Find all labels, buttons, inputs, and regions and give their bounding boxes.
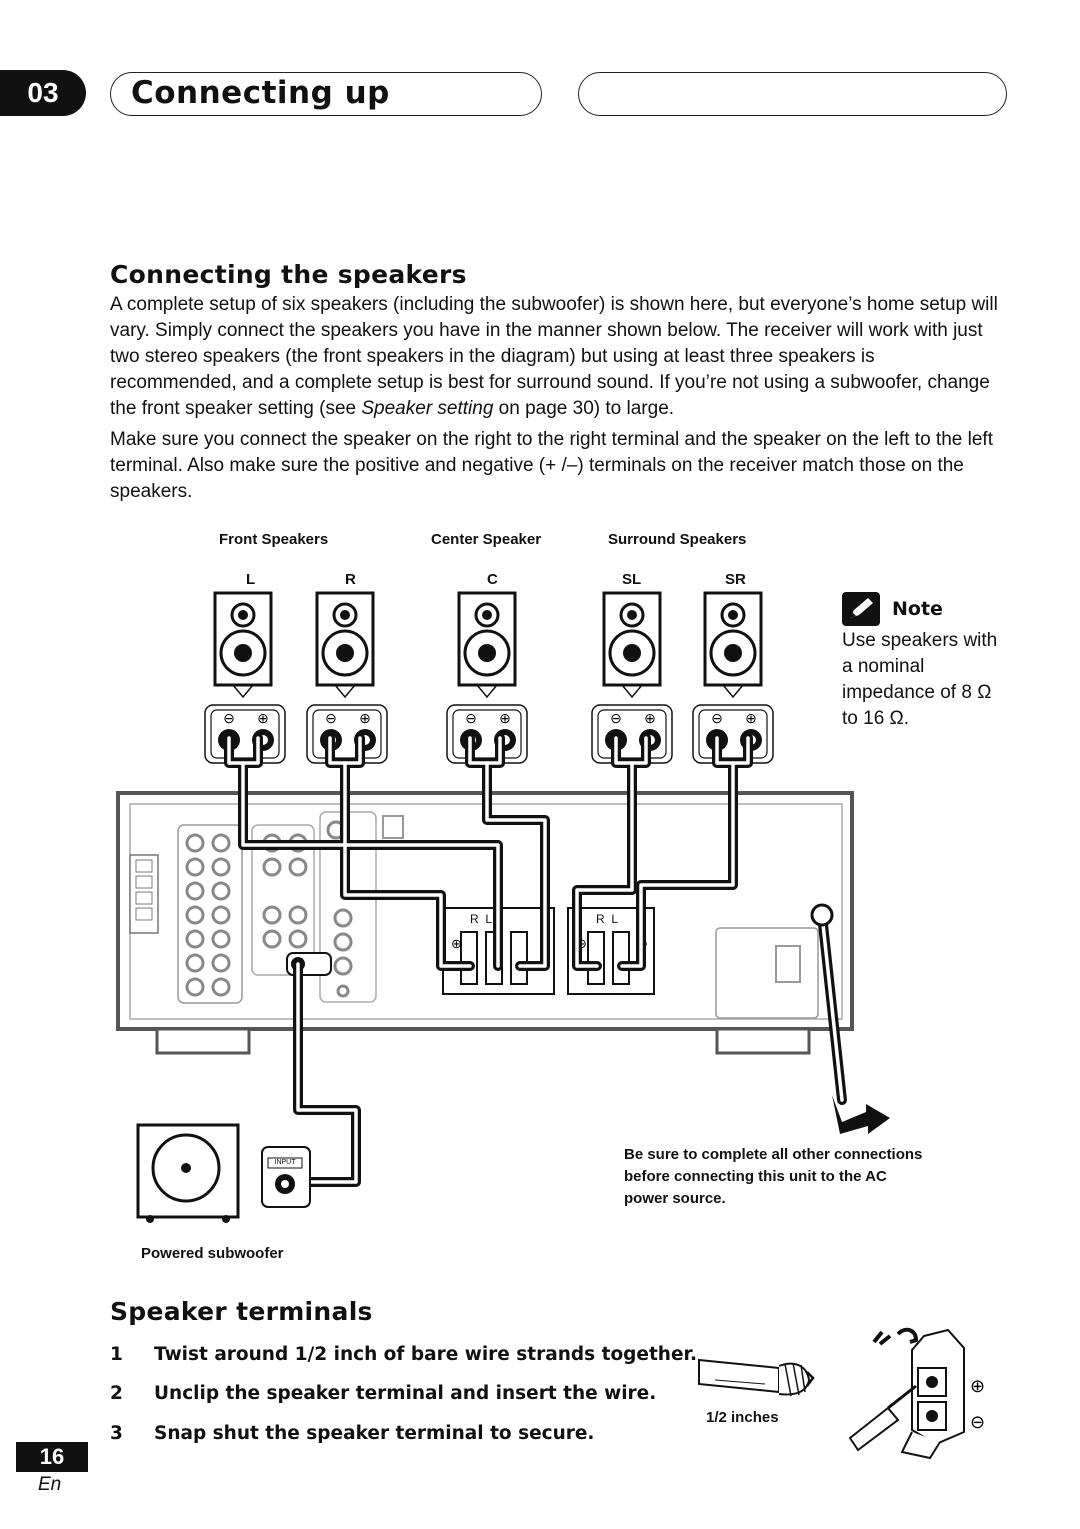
powered-subwoofer-label: Powered subwoofer	[141, 1245, 284, 1262]
front-terminal-rl-label: R L	[470, 912, 493, 926]
center-speaker-label: Center Speaker	[431, 531, 542, 548]
page-number: 16	[16, 1442, 88, 1472]
note-text: Use speakers with a nominal impedance of…	[842, 630, 998, 729]
chapter-title-pill: Connecting up	[110, 72, 542, 116]
speaker-center-icon	[446, 591, 528, 764]
powered-subwoofer-icon	[136, 1123, 311, 1223]
channel-c-label: C	[487, 571, 498, 588]
surround-terminal-rl-label: R L	[596, 912, 619, 926]
note-title: Note	[892, 598, 943, 620]
speaker-surround-left-icon	[591, 591, 673, 764]
note-pencil-icon	[842, 592, 880, 626]
chapter-number-tab: 03	[0, 70, 86, 116]
channel-sr-label: SR	[725, 571, 746, 588]
speaker-front-right-icon	[306, 591, 388, 764]
svg-text:⊖: ⊖	[970, 1412, 985, 1432]
twisted-wire-icon	[698, 1358, 815, 1397]
intro-paragraph: A complete setup of six speakers (includ…	[110, 292, 1000, 422]
speaker-setting-reference: Speaker setting	[361, 398, 494, 419]
channel-sl-label: SL	[622, 571, 642, 588]
intro-text-part2: on page 30) to large.	[493, 398, 675, 419]
channel-r-label: R	[345, 571, 356, 588]
speaker-surround-right-icon	[692, 591, 774, 764]
header-blank-pill	[578, 72, 1007, 116]
channel-l-label: L	[246, 571, 256, 588]
chapter-number: 03	[27, 77, 59, 108]
intro-text-part1: A complete setup of six speakers (includ…	[110, 294, 998, 419]
power-plug-icon	[810, 903, 890, 1134]
chapter-title: Connecting up	[131, 75, 390, 111]
surround-speakers-label: Surround Speakers	[608, 531, 747, 548]
subwoofer-input-label: INPUT	[274, 1159, 296, 1166]
section-heading-speaker-terminals: Speaker terminals	[110, 1297, 373, 1326]
polarity-paragraph: Make sure you connect the speaker on the…	[110, 429, 993, 502]
speaker-terminal-insertion-icon: ⊕ ⊖	[848, 1327, 985, 1460]
svg-text:⊕: ⊕	[970, 1376, 985, 1396]
wire-length-label: 1/2 inches	[706, 1409, 779, 1426]
svg-text:⊕: ⊕	[451, 936, 462, 951]
ac-power-warning: Be sure to complete all other connection…	[624, 1146, 923, 1207]
language-code: En	[38, 1474, 62, 1495]
front-speakers-label: Front Speakers	[219, 531, 329, 548]
speaker-front-left-icon	[204, 591, 286, 764]
speaker-wiring-diagram: ⊖ ⊕	[116, 591, 890, 1223]
section-heading-connecting-speakers: Connecting the speakers	[110, 260, 467, 289]
